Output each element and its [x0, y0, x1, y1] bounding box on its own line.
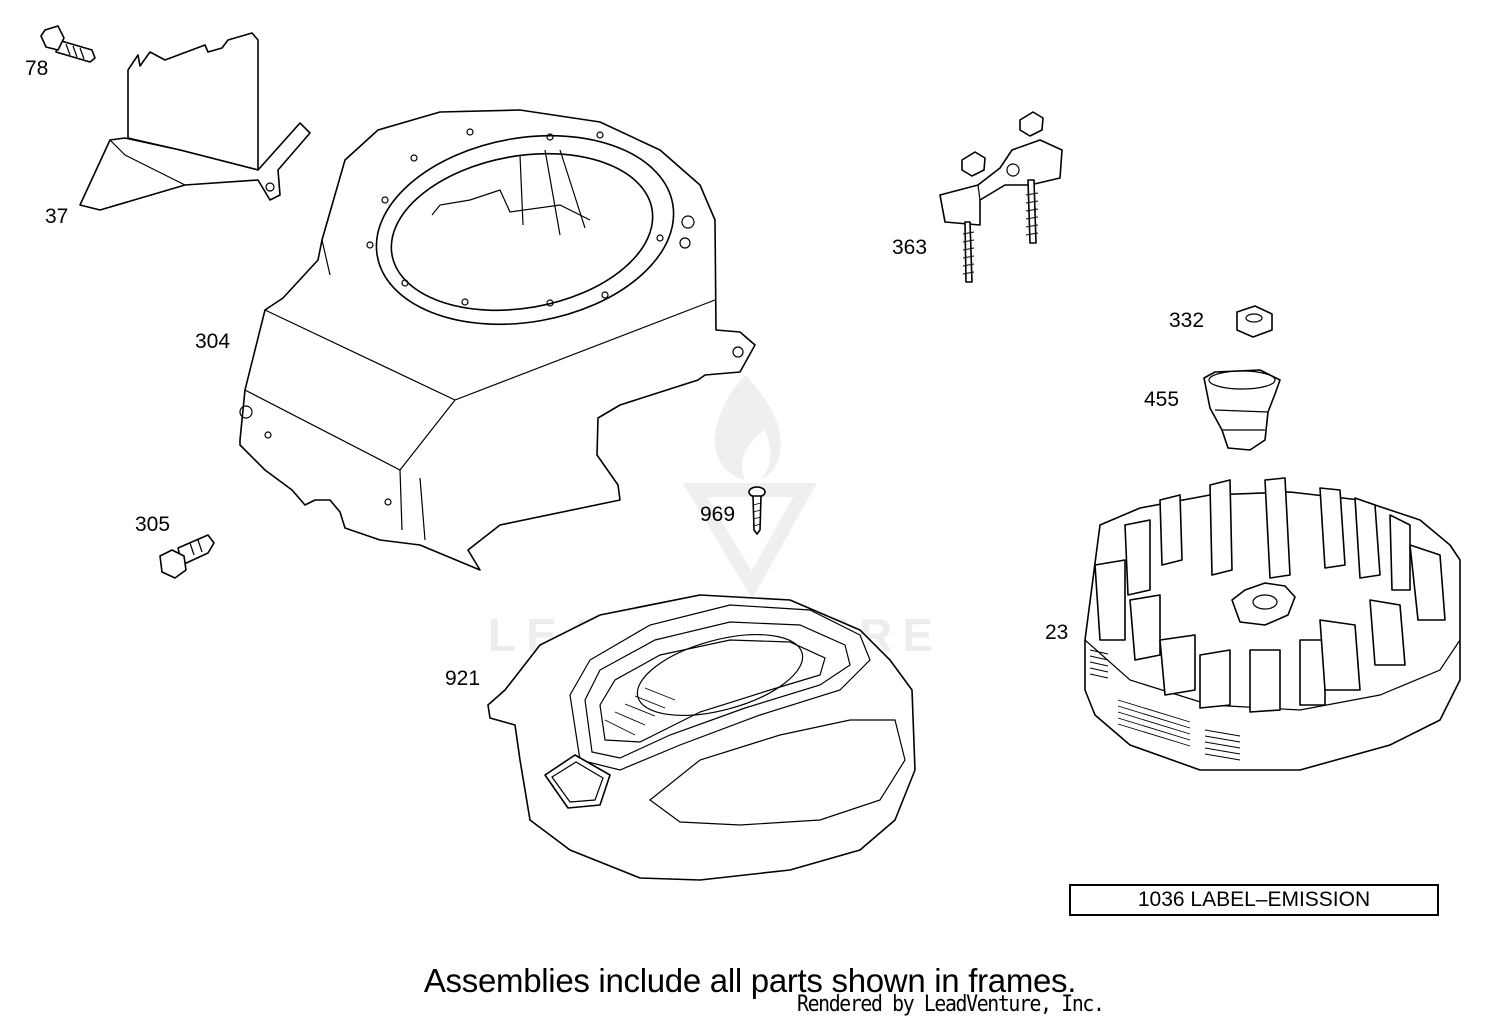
part-37-shield [79, 32, 311, 211]
callout-37: 37 [45, 205, 69, 228]
watermark-logo [682, 375, 817, 599]
part-23-flywheel [1084, 477, 1461, 771]
callout-305: 305 [135, 513, 171, 536]
part-455-cup [1203, 369, 1281, 451]
part-921-shroud-cover [487, 594, 916, 881]
part-304-blower-housing [239, 109, 756, 571]
part-78-bolt [40, 25, 96, 63]
part-969-screw [748, 486, 766, 535]
callout-304: 304 [195, 330, 231, 353]
assemblies-note: Assemblies include all parts shown in fr… [423, 962, 1077, 999]
part-363-bracket [939, 111, 1063, 283]
callout-363: 363 [892, 236, 928, 259]
callout-455: 455 [1144, 388, 1180, 411]
emission-label-frame: 1036 LABEL–EMISSION [1069, 884, 1439, 916]
rendered-by-credit: Rendered by LeadVenture, Inc. [797, 992, 1105, 1017]
callout-23: 23 [1045, 621, 1069, 644]
part-305-bolt [159, 534, 215, 579]
callout-332: 332 [1169, 309, 1205, 332]
callout-969: 969 [700, 503, 736, 526]
part-332-nut [1236, 305, 1273, 338]
callout-78: 78 [25, 57, 49, 80]
callout-921: 921 [445, 667, 481, 690]
